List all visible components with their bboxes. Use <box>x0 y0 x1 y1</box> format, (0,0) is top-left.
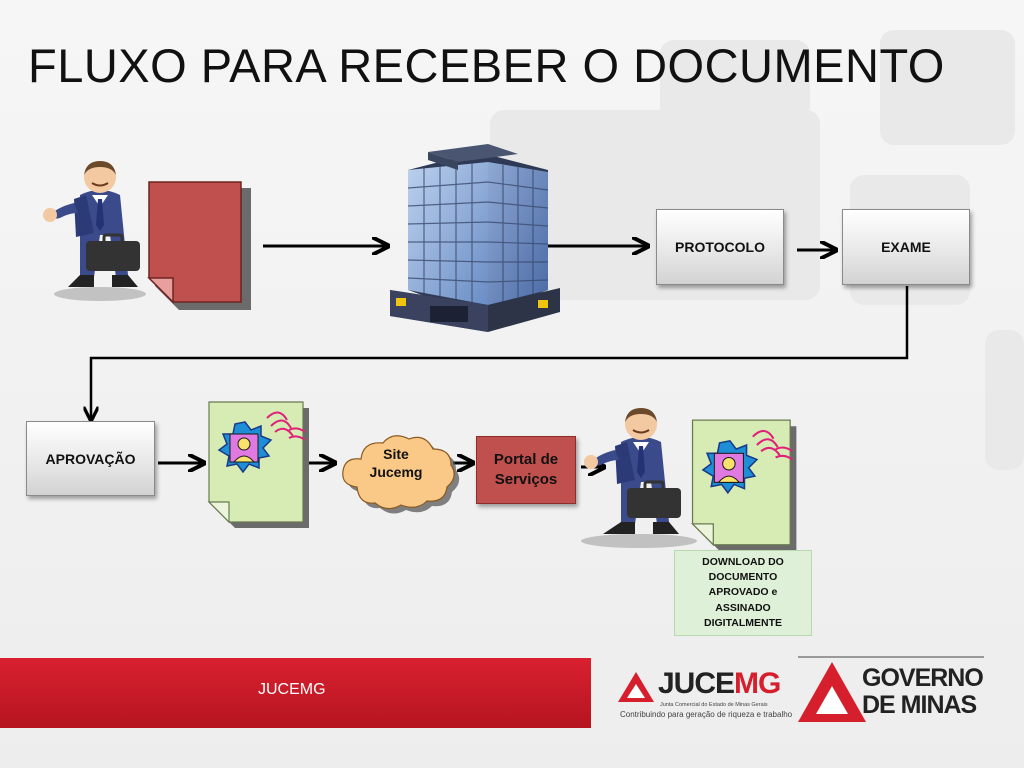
governo-line2: DE MINAS <box>862 691 977 719</box>
portal-label-line1: Portal de <box>493 450 559 468</box>
footer-label: JUCEMG <box>258 681 326 698</box>
download-line: DOWNLOAD DO <box>702 555 784 568</box>
arrow-icon <box>91 286 909 420</box>
document-icon <box>147 181 251 310</box>
bg-decoration <box>985 330 1024 470</box>
download-line: ASSINADO <box>715 601 771 614</box>
protocolo-box[interactable]: PROTOCOLO <box>656 209 784 285</box>
site-jucemg-label: Site Jucemg <box>346 445 446 481</box>
download-caption: DOWNLOAD DO DOCUMENTO APROVADO e ASSINAD… <box>674 550 812 636</box>
governo-triangle-icon <box>798 662 866 722</box>
footer-banner <box>0 658 591 728</box>
businessman-icon <box>43 161 146 301</box>
governo-minas-logo[interactable]: GOVERNO DE MINAS <box>796 656 986 726</box>
download-line: DIGITALMENTE <box>704 616 782 629</box>
jucemg-subtitle: Junta Comercial do Estado de Minas Gerai… <box>660 702 768 708</box>
certificate-document-icon <box>691 419 797 551</box>
exame-box[interactable]: EXAME <box>842 209 970 285</box>
portal-label-line2: Serviços <box>494 471 558 488</box>
jucemg-triangle-icon <box>618 672 654 702</box>
bg-decoration <box>660 40 810 120</box>
bg-decoration <box>880 30 1015 145</box>
governo-line1: GOVERNO <box>862 664 984 692</box>
cloud-icon[interactable] <box>335 427 460 514</box>
portal-servicos-box[interactable]: Portal de Serviços <box>476 436 576 504</box>
download-line: DOCUMENTO <box>708 571 778 584</box>
site-label-line2: Jucemg <box>369 464 423 481</box>
jucemg-name-dark: JUCE <box>658 667 735 700</box>
office-building-icon <box>390 144 560 332</box>
jucemg-name-red: MG <box>734 667 781 700</box>
jucemg-logo[interactable]: JUCEMG Junta Comercial do Estado de Mina… <box>616 667 792 724</box>
aprovacao-box[interactable]: APROVAÇÃO <box>26 421 155 496</box>
site-label-line1: Site <box>383 446 409 462</box>
certificate-document-icon <box>207 401 309 528</box>
page-title: FLUXO PARA RECEBER O DOCUMENTO <box>28 39 945 92</box>
logo-top-rule <box>798 656 984 658</box>
download-line: APROVADO e <box>708 586 778 599</box>
businessman-icon <box>581 408 697 548</box>
jucemg-slogan: Contribuindo para geração de riqueza e t… <box>620 710 793 719</box>
